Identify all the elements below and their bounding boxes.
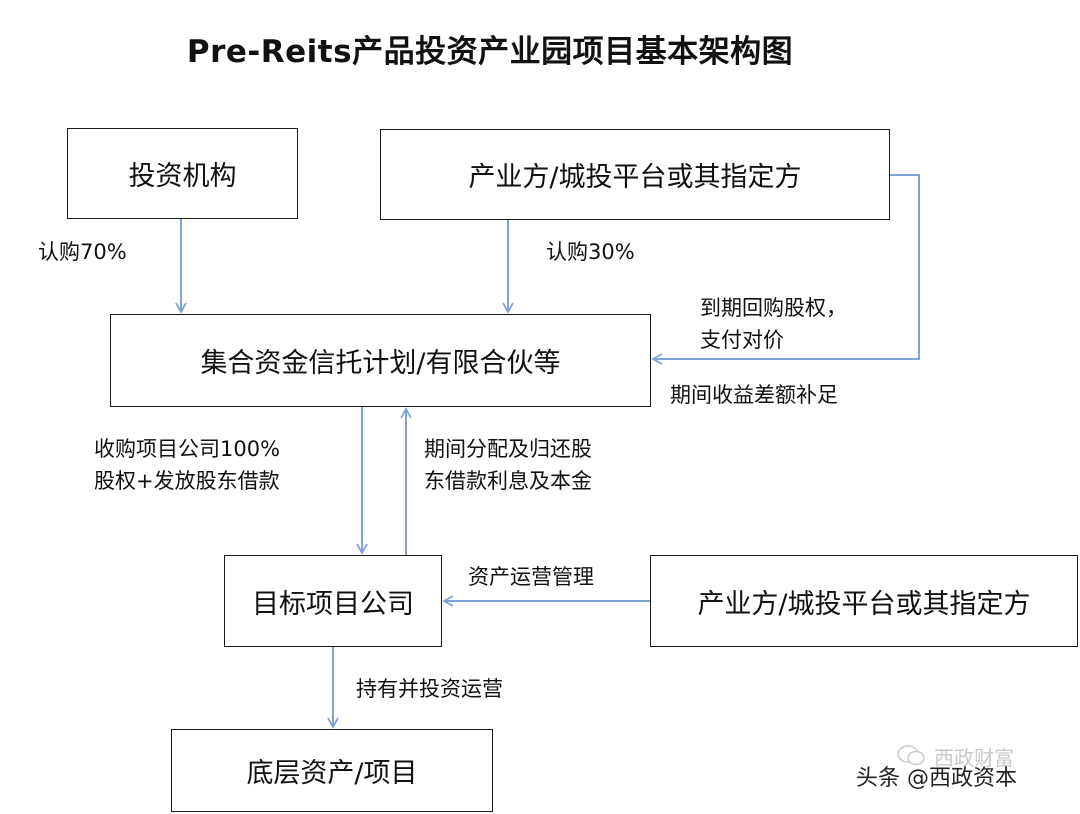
label-subscribe-30: 认购30% bbox=[546, 240, 635, 264]
label-acquire: 收购项目公司100% 股权+发放股东借款 bbox=[94, 437, 281, 493]
label-shortfall: 期间收益差额补足 bbox=[670, 383, 838, 407]
label-hold: 持有并投资运营 bbox=[356, 677, 503, 701]
watermark-text: 头条 @西政资本 bbox=[856, 766, 1017, 791]
label-subscribe-70: 认购70% bbox=[38, 240, 127, 264]
arrow-buyback-to-trust bbox=[651, 174, 920, 365]
watermark-ghost: 西政财富 bbox=[934, 746, 1014, 770]
node-investor: 投资机构 bbox=[67, 128, 298, 219]
label-buyback: 到期回购股权， 支付对价 bbox=[700, 296, 847, 352]
node-asset: 底层资产/项目 bbox=[171, 729, 493, 812]
wechat-icon bbox=[897, 745, 925, 766]
label-operate-mgmt: 资产运营管理 bbox=[468, 565, 594, 589]
node-target: 目标项目公司 bbox=[224, 555, 442, 647]
node-trust: 集合资金信托计划/有限合伙等 bbox=[110, 314, 651, 407]
diagram-title: Pre-Reits产品投资产业园项目基本架构图 bbox=[186, 34, 794, 70]
node-industry-right: 产业方/城投平台或其指定方 bbox=[650, 555, 1078, 647]
node-industry-top: 产业方/城投平台或其指定方 bbox=[380, 129, 890, 220]
label-distribute: 期间分配及归还股 东借款利息及本金 bbox=[424, 437, 592, 493]
